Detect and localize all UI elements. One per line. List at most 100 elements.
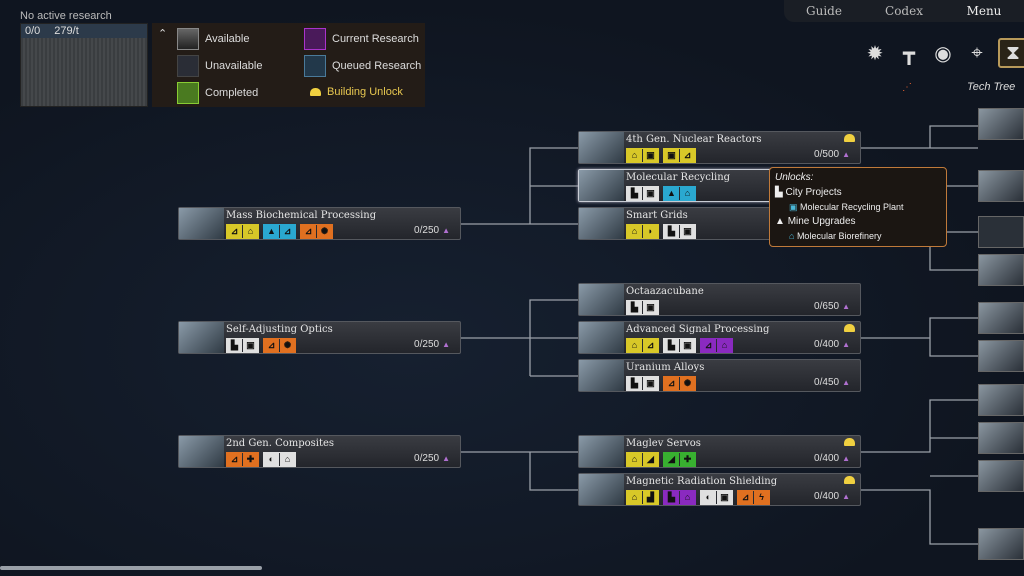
unlock-icon[interactable]: ▲ xyxy=(264,225,279,238)
unlock-icon[interactable]: ▙ xyxy=(627,377,642,390)
unlock-group[interactable]: ⊿✺ xyxy=(300,224,333,239)
unlock-group[interactable]: ⊿ϟ xyxy=(737,490,770,505)
unlock-icon[interactable]: ▣ xyxy=(643,149,658,162)
unlock-group[interactable]: ▲⌂ xyxy=(663,186,696,201)
menu-button[interactable]: Menu xyxy=(966,4,1002,18)
unlock-icon[interactable]: ⌂ xyxy=(717,339,732,352)
horizontal-scrollbar[interactable] xyxy=(0,566,262,570)
unlock-icon[interactable]: ϟ xyxy=(754,491,769,504)
sun-icon[interactable]: ✹ xyxy=(866,42,884,65)
unlock-icon[interactable]: ▲ xyxy=(664,187,679,200)
unlock-icon[interactable]: ✺ xyxy=(317,225,332,238)
unlock-group[interactable]: ▙⌂ xyxy=(663,490,696,505)
unlock-icon[interactable]: ▙ xyxy=(664,225,679,238)
unlock-group[interactable]: ▙▣ xyxy=(626,300,659,315)
unlock-icon[interactable]: ⊿ xyxy=(701,339,716,352)
unlock-group[interactable]: ⌂◢ xyxy=(626,452,659,467)
unlock-icon[interactable]: ◗ xyxy=(643,225,658,238)
unlock-group[interactable]: ◢✚ xyxy=(663,452,696,467)
unlock-group[interactable]: ◐⌂ xyxy=(263,452,296,467)
unlock-icon[interactable]: ⌂ xyxy=(627,453,642,466)
unlock-icon[interactable]: ⊿ xyxy=(680,149,695,162)
unlock-icon[interactable]: ▟ xyxy=(643,491,658,504)
unlock-group[interactable]: ⌂◗ xyxy=(626,224,659,239)
unlock-icon[interactable]: ▙ xyxy=(627,301,642,314)
unlock-icon[interactable]: ▙ xyxy=(227,339,242,352)
offscreen-node[interactable] xyxy=(978,340,1024,372)
offscreen-node[interactable] xyxy=(978,170,1024,202)
unlock-icon[interactable]: ▣ xyxy=(643,377,658,390)
unlock-icon[interactable]: ◢ xyxy=(643,453,658,466)
hourglass-icon[interactable]: ⧗ xyxy=(998,38,1024,68)
unlock-icon[interactable]: ✚ xyxy=(243,453,258,466)
unlock-icon[interactable]: ◐ xyxy=(264,453,279,466)
unlock-group[interactable]: ◐▣ xyxy=(700,490,733,505)
unlock-group[interactable]: ⊿✺ xyxy=(263,338,296,353)
unlock-group[interactable]: ▲⊿ xyxy=(263,224,296,239)
unlock-group[interactable]: ▙▣ xyxy=(226,338,259,353)
hammer-icon[interactable]: ┳ xyxy=(902,42,916,65)
offscreen-node[interactable] xyxy=(978,216,1024,248)
eye-icon[interactable]: ◉ xyxy=(934,42,952,65)
unlock-icon[interactable]: ⌂ xyxy=(680,491,695,504)
unlock-icon[interactable]: ▙ xyxy=(627,187,642,200)
unlock-group[interactable]: ▣⊿ xyxy=(663,148,696,163)
unlock-icon[interactable]: ⊿ xyxy=(264,339,279,352)
unlock-icon[interactable]: ◢ xyxy=(664,453,679,466)
offscreen-node[interactable] xyxy=(978,422,1024,454)
unlock-icon[interactable]: ⌂ xyxy=(243,225,258,238)
unlock-icon[interactable]: ✚ xyxy=(680,453,695,466)
unlock-icon[interactable]: ⊿ xyxy=(664,377,679,390)
unlock-icon[interactable]: ⌂ xyxy=(280,453,295,466)
unlock-icon[interactable]: ▣ xyxy=(680,225,695,238)
unlock-icon[interactable]: ⌂ xyxy=(680,187,695,200)
unlock-icon[interactable]: ✺ xyxy=(680,377,695,390)
codex-button[interactable]: Codex xyxy=(885,4,923,18)
unlock-icon[interactable]: ▣ xyxy=(717,491,732,504)
unlock-group[interactable]: ⊿✺ xyxy=(663,376,696,391)
offscreen-node[interactable] xyxy=(978,108,1024,140)
unlock-group[interactable]: ⊿⌂ xyxy=(700,338,733,353)
unlock-icon[interactable]: ⊿ xyxy=(227,453,242,466)
unlock-group[interactable]: ▙▣ xyxy=(626,376,659,391)
offscreen-node[interactable] xyxy=(978,254,1024,286)
unlock-icon[interactable]: ✺ xyxy=(280,339,295,352)
unlock-icon[interactable]: ▣ xyxy=(680,339,695,352)
unlock-icon[interactable]: ▣ xyxy=(643,301,658,314)
unlock-icon[interactable]: ⊿ xyxy=(227,225,242,238)
unlock-icon[interactable]: ▙ xyxy=(664,339,679,352)
offscreen-node[interactable] xyxy=(978,460,1024,492)
unlock-icon[interactable]: ⌂ xyxy=(627,149,642,162)
unlock-icon[interactable]: ◐ xyxy=(701,491,716,504)
unlock-icon[interactable]: ▣ xyxy=(664,149,679,162)
guide-button[interactable]: Guide xyxy=(806,4,842,18)
unlock-icon[interactable]: ⊿ xyxy=(643,339,658,352)
unlock-icon[interactable]: ⌂ xyxy=(627,491,642,504)
unlock-group[interactable]: ⊿✚ xyxy=(226,452,259,467)
unlock-group[interactable]: ▙▣ xyxy=(626,186,659,201)
unlock-group[interactable]: ⊿⌂ xyxy=(226,224,259,239)
unlock-icon[interactable]: ⌂ xyxy=(627,225,642,238)
unlock-icon[interactable]: ▣ xyxy=(643,187,658,200)
unlock-icon[interactable]: ▣ xyxy=(243,339,258,352)
unlock-icon[interactable]: ⊿ xyxy=(738,491,753,504)
unlock-group[interactable]: ▙▣ xyxy=(663,224,696,239)
unlock-group[interactable]: ⌂⊿ xyxy=(626,338,659,353)
collapse-icon[interactable]: ⌃ xyxy=(158,28,168,40)
crosshair-icon[interactable]: ⌖ xyxy=(971,41,983,64)
unlock-group[interactable]: ⌂▣ xyxy=(626,148,659,163)
unlock-icon[interactable]: ▙ xyxy=(664,491,679,504)
unlock-group[interactable]: ⌂▟ xyxy=(626,490,659,505)
unlock-icon[interactable]: ⌂ xyxy=(627,339,642,352)
offscreen-node[interactable] xyxy=(978,384,1024,416)
